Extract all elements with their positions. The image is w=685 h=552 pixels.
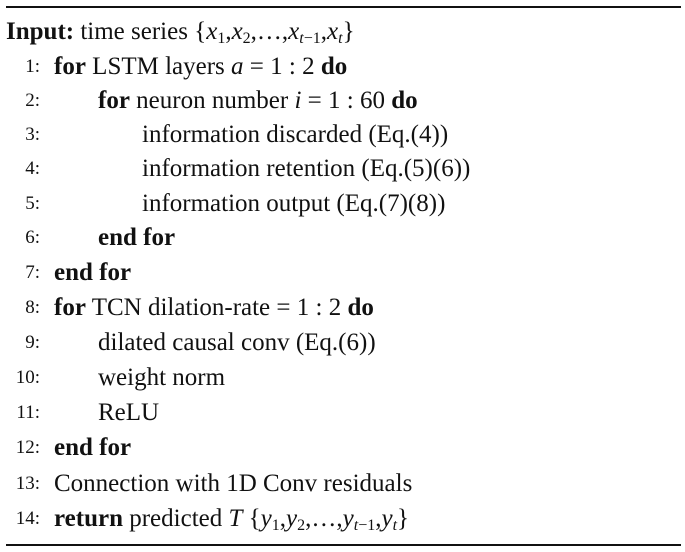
line-number: 7: (25, 262, 40, 283)
line-number: 13: (15, 473, 40, 494)
line-number: 12: (15, 437, 40, 458)
keyword: return (54, 505, 123, 532)
bottom-rule (6, 544, 681, 546)
line-variable: a (231, 53, 244, 80)
line-text: TCN dilation-rate = 1 : 2 (91, 294, 342, 321)
line-text: weight norm (98, 364, 226, 391)
input-text: time series (80, 18, 188, 45)
keyword: end for (54, 259, 132, 286)
line-number: 3: (25, 124, 40, 145)
line-text: predicted (129, 505, 223, 532)
line-number: 1: (25, 56, 40, 77)
input-line: Input: time series {x1,x2,…,xt−1,xt} (6, 15, 355, 49)
keyword: end for (98, 224, 176, 251)
keyword-do: do (320, 53, 348, 80)
line-text: dilated causal conv (Eq.(6)) (98, 329, 376, 356)
algo-line-1: 1: for LSTM layers a = 1 : 2 do (0, 50, 685, 84)
output-set: {y1,y2,…,yt−1,yt} (248, 505, 410, 534)
algo-line-6: 6: end for (0, 221, 685, 255)
algo-line-4: 4: information retention (Eq.(5)(6)) (0, 152, 685, 186)
line-range: = 1 : 60 (307, 87, 385, 114)
algo-line-13: 13: Connection with 1D Conv residuals (0, 467, 685, 501)
line-number: 2: (25, 90, 40, 111)
line-text: neuron number (136, 87, 289, 114)
line-variable: T (228, 505, 243, 532)
keyword: for (98, 87, 130, 114)
line-number: 8: (25, 297, 40, 318)
keyword-do: do (347, 294, 374, 321)
algo-line-14: 14: return predicted T {y1,y2,…,yt−1,yt} (0, 502, 685, 536)
line-number: 5: (25, 193, 40, 214)
line-number: 11: (16, 402, 40, 423)
algo-line-5: 5: information output (Eq.(7)(8)) (0, 187, 685, 221)
line-text: LSTM layers (92, 53, 225, 80)
line-range: = 1 : 2 (249, 53, 315, 80)
algo-line-12: 12: end for (0, 431, 685, 465)
input-set: {x1,x2,…,xt−1,xt} (194, 18, 355, 47)
keyword: for (54, 294, 86, 321)
algo-line-8: 8: for TCN dilation-rate = 1 : 2 do (0, 291, 685, 325)
line-text: ReLU (98, 399, 160, 426)
line-number: 6: (25, 227, 40, 248)
input-label: Input: (6, 18, 75, 45)
algo-line-11: 11: ReLU (0, 396, 685, 430)
line-text: information retention (Eq.(5)(6)) (142, 155, 471, 182)
algo-line-2: 2: for neuron number i = 1 : 60 do (0, 84, 685, 118)
top-rule (6, 6, 681, 8)
algo-line-3: 3: information discarded (Eq.(4)) (0, 118, 685, 152)
line-number: 4: (25, 158, 40, 179)
algo-line-7: 7: end for (0, 256, 685, 290)
keyword-do: do (391, 87, 418, 114)
line-text: information discarded (Eq.(4)) (142, 121, 449, 148)
line-text: Connection with 1D Conv residuals (54, 470, 413, 497)
algo-line-9: 9: dilated causal conv (Eq.(6)) (0, 326, 685, 360)
line-number: 10: (15, 367, 40, 388)
keyword: end for (54, 434, 132, 461)
line-variable: i (294, 87, 302, 114)
line-number: 14: (15, 508, 40, 529)
algo-line-10: 10: weight norm (0, 361, 685, 395)
line-number: 9: (25, 332, 40, 353)
line-text: information output (Eq.(7)(8)) (142, 190, 446, 217)
keyword: for (54, 53, 86, 80)
